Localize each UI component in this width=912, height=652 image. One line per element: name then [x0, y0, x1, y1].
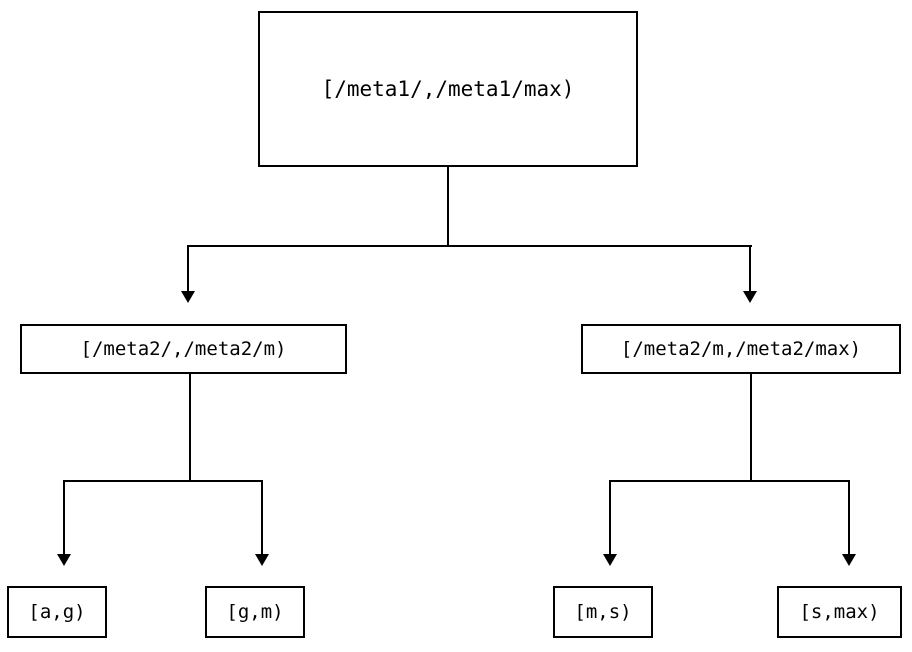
arrowhead-mid-right-to-leaf4-icon — [842, 554, 856, 566]
arrowhead-mid-left-to-leaf1-icon — [57, 554, 71, 566]
node-leaf-1[interactable]: [a,g) — [7, 586, 107, 638]
edge-level1-bus — [188, 245, 752, 247]
node-leaf-4-label: [s,max) — [799, 601, 880, 623]
arrowhead-mid-left-to-leaf2-icon — [255, 554, 269, 566]
node-leaf-3-label: [m,s) — [574, 601, 632, 623]
edge-mid-right-to-leaf3-drop — [609, 480, 611, 554]
edge-root-to-mid-left-drop — [187, 245, 189, 291]
edge-mid-right-stem — [750, 374, 752, 481]
node-leaf-3[interactable]: [m,s) — [553, 586, 653, 638]
edge-mid-left-stem — [189, 374, 191, 481]
edge-root-stem — [447, 167, 449, 247]
edge-left-subtree-bus — [64, 480, 263, 482]
edge-root-to-mid-right-drop — [749, 245, 751, 291]
node-root[interactable]: [/meta1/,/meta1/max) — [258, 11, 638, 167]
node-leaf-2-label: [g,m) — [226, 601, 284, 623]
node-mid-left[interactable]: [/meta2/,/meta2/m) — [20, 324, 347, 374]
arrowhead-root-to-mid-right-icon — [743, 291, 757, 303]
edge-mid-right-to-leaf4-drop — [848, 480, 850, 554]
node-leaf-4[interactable]: [s,max) — [777, 586, 902, 638]
node-leaf-2[interactable]: [g,m) — [205, 586, 305, 638]
node-root-label: [/meta1/,/meta1/max) — [321, 77, 575, 101]
node-mid-left-label: [/meta2/,/meta2/m) — [80, 338, 287, 360]
edge-mid-left-to-leaf1-drop — [63, 480, 65, 554]
node-leaf-1-label: [a,g) — [28, 601, 86, 623]
arrowhead-mid-right-to-leaf3-icon — [603, 554, 617, 566]
edge-mid-left-to-leaf2-drop — [261, 480, 263, 554]
node-mid-right-label: [/meta2/m,/meta2/max) — [620, 338, 862, 360]
edge-right-subtree-bus — [610, 480, 850, 482]
arrowhead-root-to-mid-left-icon — [181, 291, 195, 303]
node-mid-right[interactable]: [/meta2/m,/meta2/max) — [581, 324, 901, 374]
